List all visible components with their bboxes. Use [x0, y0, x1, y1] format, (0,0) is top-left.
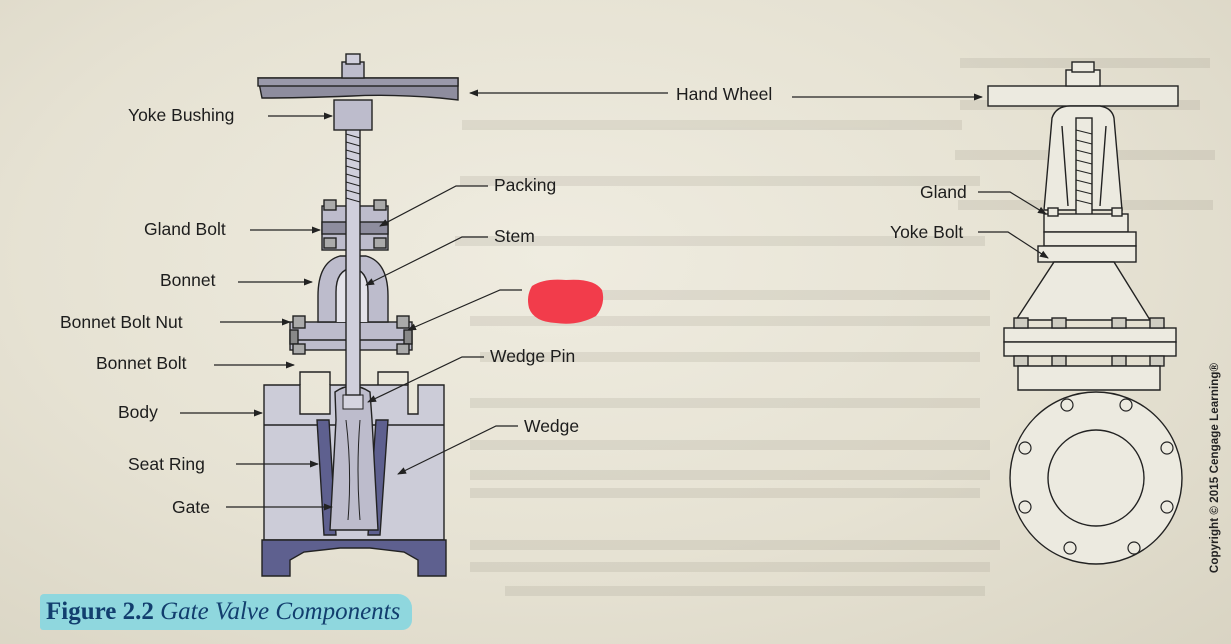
valve-section-view	[257, 53, 459, 577]
label-wedge-pin: Wedge Pin	[490, 346, 576, 366]
leader-yoke-bolt	[978, 231, 1049, 259]
body-base	[261, 539, 447, 577]
figure-caption: Figure 2.2 Gate Valve Components	[40, 594, 413, 630]
label-bonnet-bolt: Bonnet Bolt	[96, 353, 187, 373]
label-wedge: Wedge	[524, 416, 580, 436]
label-hand-wheel: Hand Wheel	[676, 84, 773, 104]
leader-wedge-pin	[367, 356, 484, 403]
leader-stem	[365, 236, 488, 286]
yoke-bushing	[333, 99, 373, 131]
label-bonnet-bolt-nut: Bonnet Bolt Nut	[60, 312, 183, 332]
label-gate: Gate	[172, 497, 210, 517]
ext-body	[1017, 365, 1161, 391]
caption-number: Figure 2.2	[46, 598, 154, 625]
label-stem: Stem	[494, 226, 535, 246]
caption-title: Gate Valve Components	[160, 598, 401, 625]
ext-hand-wheel	[987, 85, 1179, 107]
leader-packing	[379, 185, 488, 227]
label-packing: Packing	[494, 175, 557, 195]
valve-external-view	[987, 61, 1183, 565]
copyright-notice: Copyright © 2015 Cengage Learning®	[1209, 362, 1221, 574]
label-yoke-bushing: Yoke Bushing	[128, 105, 235, 125]
label-bonnet: Bonnet	[160, 270, 216, 290]
label-seat-ring: Seat Ring	[128, 454, 205, 474]
label-gland: Gland	[920, 182, 967, 202]
label-body: Body	[118, 402, 158, 422]
leader-lines	[180, 89, 1049, 511]
label-gland-bolt: Gland Bolt	[144, 219, 226, 239]
ext-bonnet-flange	[1003, 327, 1177, 343]
redaction-mark	[528, 279, 604, 324]
ext-bonnet	[1014, 261, 1152, 321]
leader-wedge	[397, 425, 518, 475]
ext-bore	[1047, 429, 1145, 527]
leader-redacted	[407, 289, 522, 331]
wedge	[329, 385, 379, 531]
label-yoke-bolt: Yoke Bolt	[890, 222, 964, 242]
leader-gland	[978, 191, 1047, 215]
